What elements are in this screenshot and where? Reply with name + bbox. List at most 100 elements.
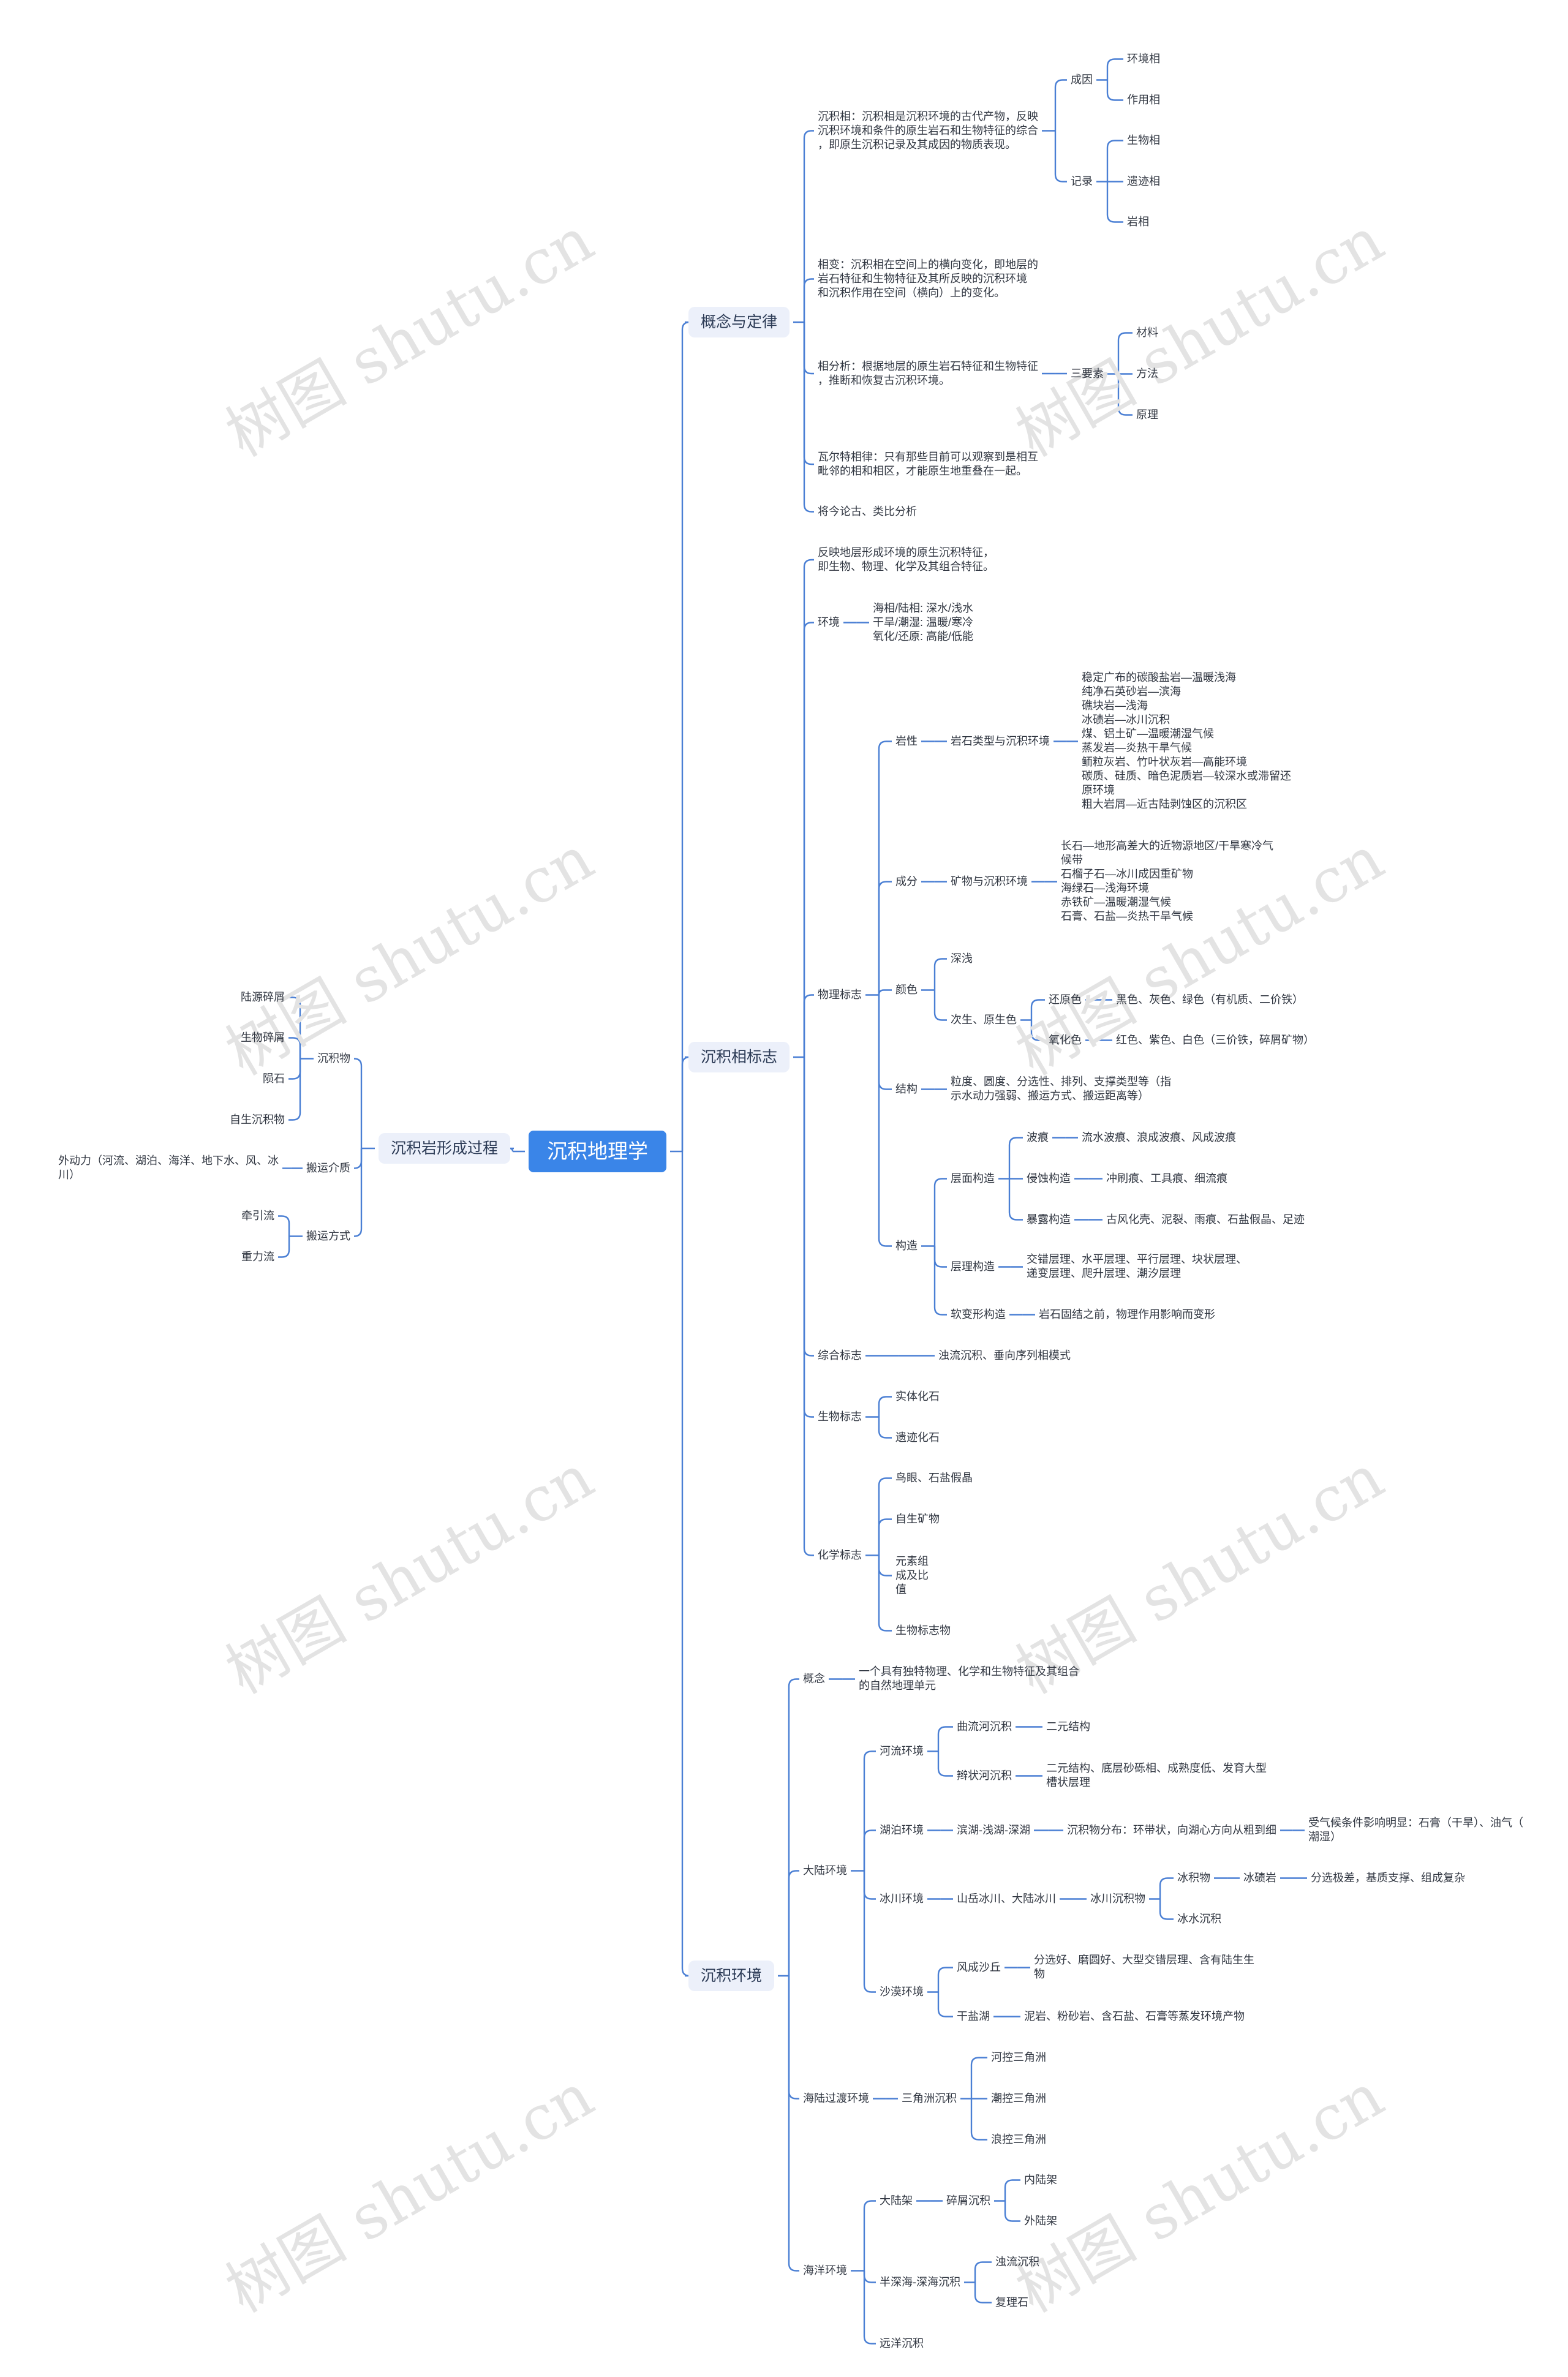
node-b2sw2[interactable]: 遗迹化石 (895, 1431, 940, 1444)
node-b3hp[interactable]: 湖泊环境 (880, 1823, 924, 1836)
branch-sedimentary-environment[interactable]: 沉积环境 (688, 1961, 775, 1991)
node-b2ys2a[interactable]: 还原色 (1049, 993, 1082, 1006)
node-b3gn_d[interactable]: 一个具有独特物理、化学和生物特征及其组合 的自然地理单元 (859, 1665, 1079, 1692)
node-b1e[interactable]: 将今论古、类比分析 (818, 505, 917, 518)
node-b3sx2[interactable]: 外陆架 (1024, 2214, 1057, 2227)
node-b1c_sys[interactable]: 三要素 (1071, 367, 1104, 380)
node-b3hy[interactable]: 海洋环境 (803, 2264, 847, 2277)
node-b3sjz[interactable]: 三角洲沉积 (902, 2092, 957, 2104)
branch-facies-markers[interactable]: 沉积相标志 (688, 1042, 790, 1072)
node-b2qs_d[interactable]: 冲刷痕、工具痕、细流痕 (1106, 1172, 1227, 1185)
node-b3gn[interactable]: 概念 (803, 1672, 825, 1685)
node-b2qs[interactable]: 侵蚀构造 (1027, 1172, 1071, 1185)
node-b3bc1[interactable]: 山岳冰川、大陆冰川 (957, 1892, 1056, 1905)
node-b2cm[interactable]: 层面构造 (951, 1172, 995, 1185)
node-b3bss[interactable]: 半深海-深海沉积 (880, 2275, 960, 2288)
node-lc3[interactable]: 搬运方式 (306, 1229, 350, 1242)
node-b2cf_d[interactable]: 长石—地形高差大的近物源地区/干旱寒冷气 候带 石榴子石—冰川成因重矿物 海绿石… (1061, 840, 1273, 922)
node-b3bc3a[interactable]: 冰碛岩 (1243, 1871, 1276, 1884)
node-b2hj_d[interactable]: 海相/陆相: 深水/浅水 干旱/潮湿: 温暖/寒冷 氧化/还原: 高能/低能 (873, 601, 974, 642)
node-b3sm2_d[interactable]: 泥岩、粉砂岩、含石盐、石膏等蒸发环境产物 (1024, 2010, 1245, 2022)
node-b3hp1[interactable]: 滨湖-浅湖-深湖 (957, 1823, 1030, 1836)
node-lc3_2[interactable]: 重力流 (241, 1250, 274, 1263)
node-b3bc3[interactable]: 冰积物 (1177, 1871, 1210, 1884)
node-b2intro[interactable]: 反映地层形成环境的原生沉积特征， 即生物、物理、化学及其组合特征。 (818, 546, 994, 573)
node-b3hl1_d[interactable]: 二元结构 (1046, 1720, 1090, 1733)
node-b3hl1[interactable]: 曲流河沉积 (957, 1720, 1012, 1733)
node-b2sw1[interactable]: 实体化石 (895, 1390, 940, 1403)
node-lc2_1[interactable]: 外动力（河流、湖泊、海洋、地下水、风、冰 川） (58, 1155, 279, 1181)
node-b1c[interactable]: 相分析：根据地层的原生岩石特征和生物特征 ，推断和恢复古沉积环境。 (818, 360, 1038, 386)
node-b3sjz2[interactable]: 潮控三角洲 (991, 2092, 1046, 2104)
node-b3sjz1[interactable]: 河控三角洲 (991, 2051, 1046, 2063)
node-b3sm2[interactable]: 干盐湖 (957, 2010, 990, 2022)
node-b2jg[interactable]: 结构 (895, 1082, 918, 1095)
node-b2bl_d[interactable]: 古风化壳、泥裂、雨痕、石盐假晶、足迹 (1106, 1213, 1305, 1226)
branch-left-sedimentary-process[interactable]: 沉积岩形成过程 (379, 1133, 511, 1164)
node-b1a[interactable]: 沉积相：沉积相是沉积环境的古代产物，反映 沉积环境和条件的原生岩石和生物特征的综… (818, 110, 1038, 151)
node-b3hlgd[interactable]: 海陆过渡环境 (803, 2092, 869, 2104)
node-b2jg_d[interactable]: 粒度、圆度、分选性、排列、支撑类型等（指 示水动力强弱、搬运方式、搬运距离等） (951, 1075, 1171, 1102)
node-b1a_cy1[interactable]: 环境相 (1127, 52, 1160, 65)
node-b2hx4[interactable]: 生物标志物 (895, 1624, 951, 1637)
node-b2ys2[interactable]: 次生、原生色 (951, 1013, 1017, 1026)
node-b2gz[interactable]: 构造 (895, 1239, 918, 1252)
node-b2cl_d[interactable]: 交错层理、水平层理、平行层理、块状层理、 递变层理、爬升层理、潮汐层理 (1027, 1253, 1247, 1279)
root-node[interactable]: 沉积地理学 (529, 1131, 666, 1172)
node-b3hp1_dd[interactable]: 受气候条件影响明显：石膏（干旱）、油气（ 潮湿） (1308, 1817, 1523, 1843)
node-b1a_cy2[interactable]: 作用相 (1127, 93, 1160, 106)
node-b2hx2[interactable]: 自生矿物 (895, 1512, 940, 1525)
node-b3bc3a_d[interactable]: 分选极差，基质支撑、组成复杂 (1311, 1871, 1465, 1884)
node-b2yx[interactable]: 岩性 (895, 734, 918, 747)
node-b2bh_d[interactable]: 流水波痕、浪成波痕、风成波痕 (1082, 1131, 1236, 1143)
node-b3bss2[interactable]: 复理石 (995, 2296, 1028, 2308)
node-b2bh[interactable]: 波痕 (1027, 1131, 1049, 1143)
node-b3bc[interactable]: 冰川环境 (880, 1892, 924, 1905)
node-b2wl[interactable]: 物理标志 (818, 988, 862, 1001)
node-b1a_jl3[interactable]: 岩相 (1127, 215, 1149, 228)
node-b3hp1_d[interactable]: 沉积物分布：环带状，向湖心方向从粗到细 (1067, 1823, 1276, 1836)
node-b1a_jl2[interactable]: 遗迹相 (1127, 175, 1160, 187)
node-b2cl[interactable]: 层理构造 (951, 1260, 995, 1273)
node-b2bl[interactable]: 暴露构造 (1027, 1213, 1071, 1226)
node-b1b[interactable]: 相变：沉积相在空间上的横向变化，即地层的 岩石特征和生物特征及其所反映的沉积环境… (818, 258, 1038, 299)
node-b3sm1[interactable]: 风成沙丘 (957, 1961, 1001, 1973)
node-b2hx1[interactable]: 鸟眼、石盐假晶 (895, 1471, 973, 1484)
node-b3bc4[interactable]: 冰水沉积 (1177, 1912, 1221, 1925)
node-b1c_s1[interactable]: 材料 (1136, 326, 1158, 339)
node-b3bc2[interactable]: 冰川沉积物 (1090, 1892, 1145, 1905)
node-b3hl2[interactable]: 辫状河沉积 (957, 1769, 1012, 1782)
node-b2hj[interactable]: 环境 (818, 616, 840, 628)
node-b1a_cy[interactable]: 成因 (1071, 73, 1093, 86)
node-b2zh[interactable]: 综合标志 (818, 1349, 862, 1362)
node-b3bss1[interactable]: 浊流沉积 (995, 2255, 1039, 2268)
node-b2cf1[interactable]: 矿物与沉积环境 (951, 875, 1028, 887)
node-b2hx3[interactable]: 元素组 成及比 值 (895, 1554, 929, 1595)
node-b2ys1[interactable]: 深浅 (951, 952, 973, 965)
node-lc1_4[interactable]: 自生沉积物 (230, 1113, 285, 1126)
node-b2ys[interactable]: 颜色 (895, 983, 918, 996)
node-b2cf[interactable]: 成分 (895, 875, 918, 887)
node-b1c_s3[interactable]: 原理 (1136, 408, 1158, 421)
node-b2ys2a_d[interactable]: 黑色、灰色、绿色（有机质、二价铁） (1116, 993, 1303, 1006)
node-b2yx1[interactable]: 岩石类型与沉积环境 (951, 734, 1050, 747)
node-b3sm1_d[interactable]: 分选好、磨圆好、大型交错层理、含有陆生生 物 (1034, 1954, 1254, 1980)
node-lc1[interactable]: 沉积物 (317, 1052, 350, 1064)
node-b3yy[interactable]: 远洋沉积 (880, 2337, 924, 2349)
node-b1c_s2[interactable]: 方法 (1136, 367, 1158, 380)
branch-concepts-and-laws[interactable]: 概念与定律 (688, 307, 790, 337)
node-b1d[interactable]: 瓦尔特相律：只有那些目前可以观察到是相互 毗邻的相和相区，才能原生地重叠在一起。 (818, 451, 1038, 477)
node-b3hl2_d[interactable]: 二元结构、底层砂砾相、成熟度低、发育大型 槽状层理 (1046, 1762, 1267, 1788)
node-b1a_jl[interactable]: 记录 (1071, 175, 1093, 187)
node-lc3_1[interactable]: 牵引流 (241, 1209, 274, 1222)
node-b3sx[interactable]: 碎屑沉积 (946, 2194, 990, 2207)
node-lc1_1[interactable]: 陆源碎屑 (241, 990, 285, 1003)
node-b3hl[interactable]: 河流环境 (880, 1744, 924, 1757)
node-b3sx1[interactable]: 内陆架 (1024, 2173, 1057, 2186)
node-b2zh_d[interactable]: 浊流沉积、垂向序列相模式 (938, 1349, 1071, 1362)
node-b3sm[interactable]: 沙漠环境 (880, 1985, 924, 1998)
node-b3dl[interactable]: 大陆环境 (803, 1864, 847, 1877)
node-b3dlj[interactable]: 大陆架 (880, 2194, 913, 2207)
node-b1a_jl1[interactable]: 生物相 (1127, 134, 1160, 146)
node-lc1_3[interactable]: 陨石 (263, 1072, 285, 1085)
